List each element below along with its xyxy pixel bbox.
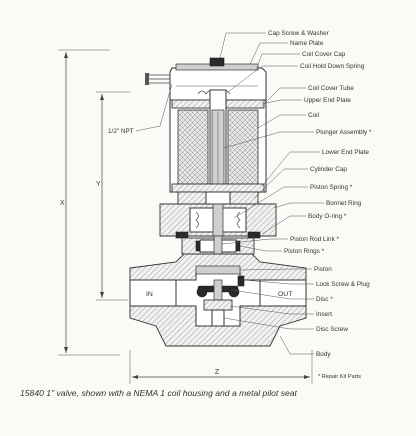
label-insert: Insert — [316, 311, 332, 318]
label-disc-screw: Disc Screw — [316, 326, 348, 333]
label-plunger-assembly: Plunger Assembly * — [316, 129, 372, 136]
label-coil: Coil — [308, 112, 319, 119]
outlet-bore — [259, 279, 307, 307]
port-in-label: IN — [146, 291, 153, 298]
dimension-y-label: Y — [96, 181, 101, 188]
dimension-x: X — [58, 49, 120, 356]
figure-caption: 15840 1" valve, shown with a NEMA 1 coil… — [20, 388, 298, 398]
label-conduit: 1/2" NPT — [108, 128, 134, 135]
label-piston-spring: Piston Spring * — [310, 184, 353, 191]
label-cylinder-cap: Cylinder Cap — [310, 166, 347, 173]
label-bonnet-ring: Bonnet Ring — [326, 200, 362, 207]
label-piston: Piston — [314, 266, 332, 273]
valve-body — [129, 253, 307, 347]
part-labels: Cap Screw & Washer Name Plate Coil Cover… — [108, 30, 372, 380]
dimension-z: Z — [129, 350, 313, 384]
coil-right — [227, 109, 259, 185]
inlet-bore — [129, 279, 177, 307]
label-lock-screw-plug: Lock Screw & Plug — [316, 281, 370, 288]
label-name-plate: Name Plate — [290, 40, 324, 47]
label-body: Body — [316, 351, 331, 358]
conduit-wires — [145, 73, 172, 85]
coil-housing — [145, 57, 267, 199]
label-piston-rod-link: Piston Rod Link * — [290, 236, 340, 243]
repair-kit-footnote: * Repair Kit Parts — [318, 374, 361, 380]
label-cap-screw-washer: Cap Screw & Washer — [268, 30, 330, 37]
label-coil-cover-tube: Coil Cover Tube — [308, 85, 354, 92]
label-coil-hold-down-spring: Coil Hold Down Spring — [300, 63, 365, 70]
label-lower-end-plate: Lower End Plate — [322, 149, 369, 156]
dimension-z-label: Z — [215, 369, 220, 376]
label-upper-end-plate: Upper End Plate — [304, 97, 351, 104]
label-piston-rings: Piston Rings * — [284, 248, 325, 255]
label-disc: Disc * — [316, 296, 333, 303]
port-out-label: OUT — [278, 291, 292, 298]
coil-left — [177, 109, 209, 185]
label-coil-cover-cap: Coil Cover Cap — [302, 51, 346, 58]
dimension-x-label: X — [60, 200, 65, 207]
label-body-o-ring: Body O-ring * — [308, 213, 347, 220]
dimension-y: Y — [96, 91, 130, 301]
